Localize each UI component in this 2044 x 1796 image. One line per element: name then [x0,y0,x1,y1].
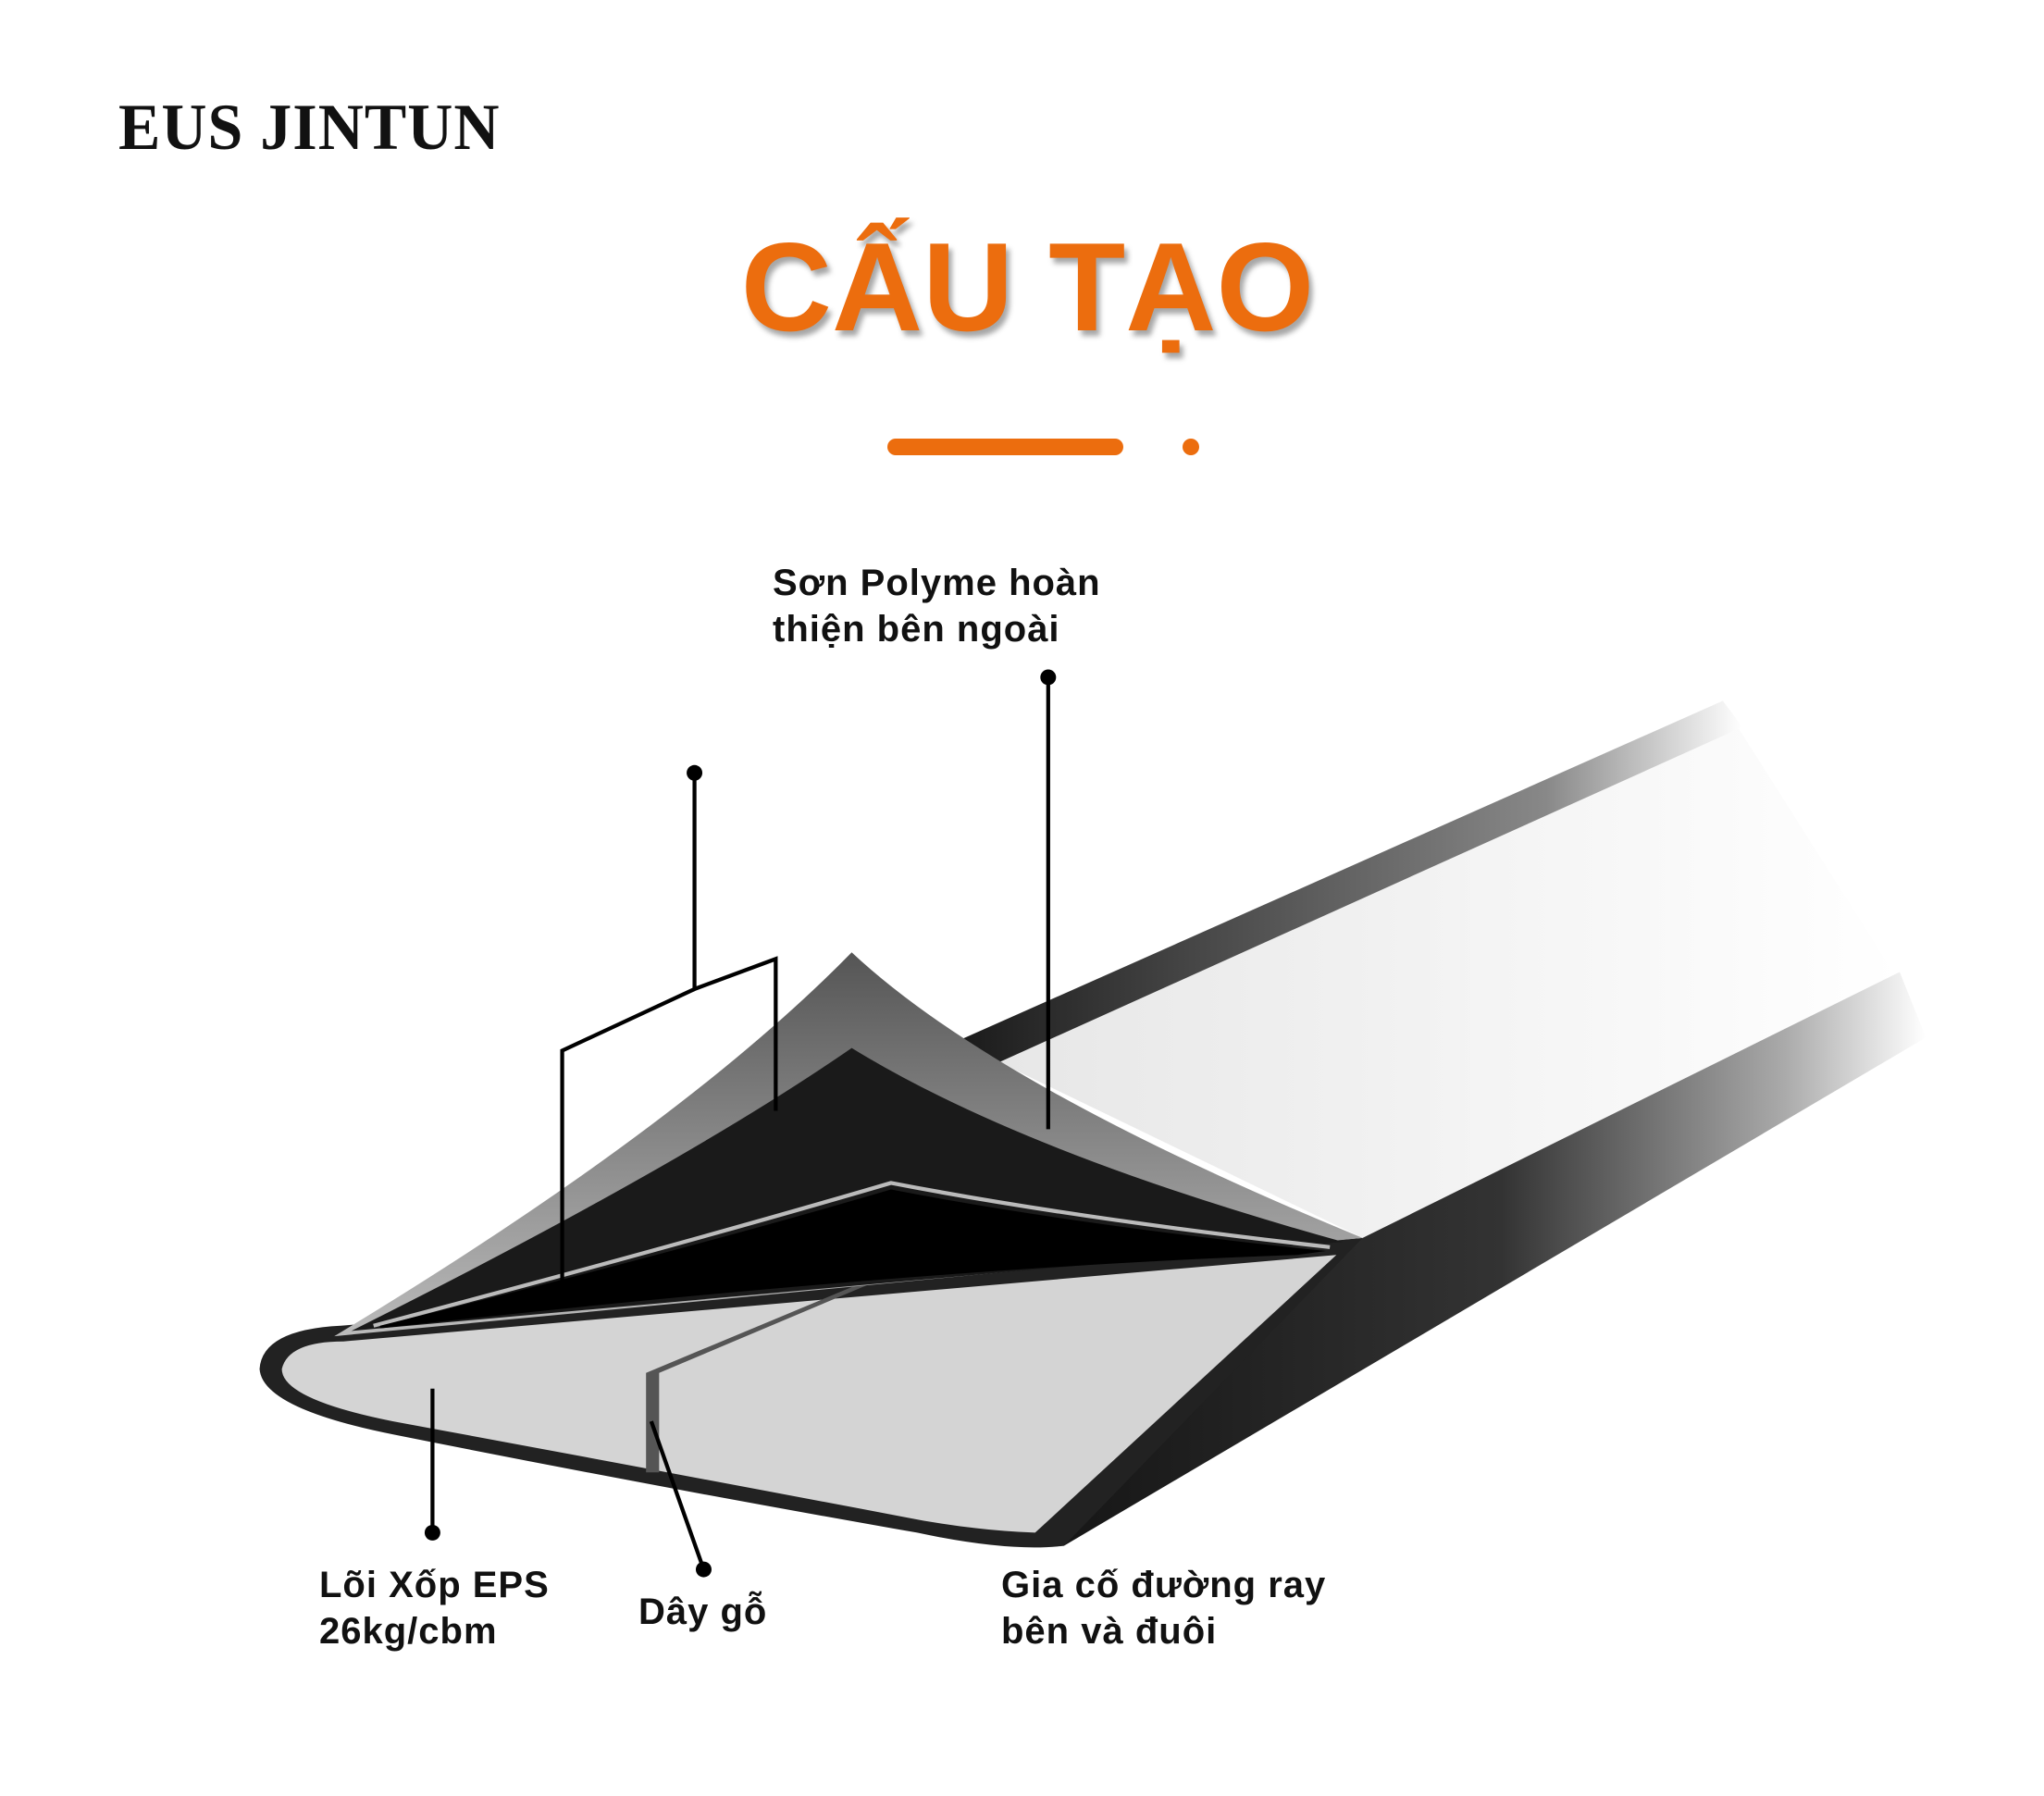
front-rail [983,972,1926,1546]
label-stringer: Dây gỗ [638,1589,767,1635]
label-rails: Gia cố đường ray bên và đuôi [1001,1562,1326,1654]
label-eps-line1: Lõi Xốp EPS [319,1565,550,1605]
title-underline [887,439,1123,455]
layers-bracket-line-left [560,986,696,1287]
layers-bracket-line [692,773,778,1111]
layers-leader-dot [687,764,703,781]
label-rails-line2: bên và đuôi [1001,1611,1218,1652]
label-polymer-line2: thiện bên ngoài [773,609,1060,650]
label-eps-core: Lõi Xốp EPS 26kg/cbm [319,1562,550,1654]
polymer-leader-dot [1040,669,1057,686]
label-stringer-line1: Dây gỗ [638,1592,768,1632]
eps-core [281,1255,1337,1533]
label-polymer-line1: Sơn Polyme hoàn [773,563,1101,603]
inner-layer-highlight [373,1181,1331,1328]
page-title: CẤU TẠO [740,217,1315,357]
label-rails-line1: Gia cố đường ray [1001,1565,1327,1605]
back-rail [956,700,1743,1064]
title-underline-dot [1183,439,1199,455]
label-eps-line2: 26kg/cbm [319,1611,498,1652]
brand-logo: EUS JINTUN [118,90,501,164]
stringer-leader-line [649,1420,706,1570]
eps-leader-dot [424,1524,440,1541]
label-polymer: Sơn Polyme hoàn thiện bên ngoài [773,560,1101,652]
board-deck [969,713,1901,1238]
inner-layer [379,1189,1326,1329]
stringer-leader-dot [695,1561,712,1578]
